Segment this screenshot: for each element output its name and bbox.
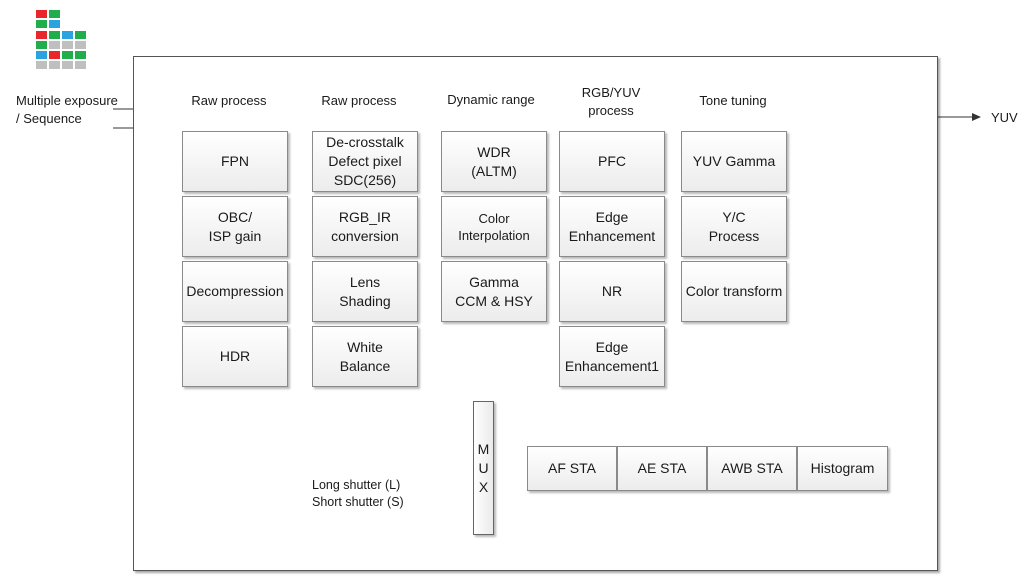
header-tone-tuning: Tone tuning [699, 93, 767, 108]
block-white-balance: White Balance [312, 326, 418, 387]
label-short-shutter: Short shutter (S) [312, 495, 404, 509]
bayer-cell [61, 60, 74, 70]
block-decompression: Decompression [182, 261, 288, 322]
bayer-cell [35, 19, 48, 29]
header-raw-process-2: Raw process [321, 93, 397, 108]
bayer-cell [74, 50, 87, 60]
mux-letter-u: U [478, 459, 489, 476]
bayer-cell [74, 30, 87, 40]
bayer-cell [74, 40, 87, 50]
block-lens-shading: Lens Shading [312, 261, 418, 322]
block-nr: NR [559, 261, 665, 322]
bayer-cell [48, 60, 61, 70]
header-dynamic-range: Dynamic range [447, 92, 535, 107]
bayer-cell [61, 40, 74, 50]
block-edge-enhancement1: Edge Enhancement1 [559, 326, 665, 387]
bayer-cell [74, 60, 87, 70]
mux-letter-x: X [478, 478, 489, 495]
block-obc-isp-gain: OBC/ ISP gain [182, 196, 288, 257]
header-raw-process-1: Raw process [191, 93, 267, 108]
block-color-transform: Color transform [681, 261, 787, 322]
block-y-c-process: Y/C Process [681, 196, 787, 257]
block-gamma-ccm-hsy: Gamma CCM & HSY [441, 261, 547, 322]
bayer-cell [48, 30, 61, 40]
bayer-cell [48, 50, 61, 60]
bayer-cell [35, 30, 48, 40]
bayer-cell [35, 9, 48, 19]
bayer-cell [61, 30, 74, 40]
bayer-cell [48, 40, 61, 50]
block-ae-sta: AE STA [617, 446, 707, 491]
block-yuv-gamma: YUV Gamma [681, 131, 787, 192]
bayer-cell [35, 40, 48, 50]
bayer-cell [48, 9, 61, 19]
header-rgb-yuv-process: RGB/YUV process [581, 85, 641, 118]
mux-letter-m: M [477, 440, 490, 457]
block-rgb-ir-conversion: RGB_IR conversion [312, 196, 418, 257]
bayer-cell [35, 60, 48, 70]
block-edge-enhancement: Edge Enhancement [559, 196, 665, 257]
bayer-cell [48, 19, 61, 29]
block-color-interpolation: Color Interpolation [441, 196, 547, 257]
block-histogram: Histogram [797, 446, 888, 491]
block-fpn: FPN [182, 131, 288, 192]
input-label-sequence: / Sequence [16, 111, 82, 126]
bayer-cell [35, 50, 48, 60]
block-de-crosstalk: De-crosstalk Defect pixel SDC(256) [312, 131, 418, 192]
input-label-multiple-exposure: Multiple exposure [16, 93, 118, 108]
block-wdr-altm: WDR (ALTM) [441, 131, 547, 192]
label-long-shutter: Long shutter (L) [312, 478, 401, 492]
block-pfc: PFC [559, 131, 665, 192]
mux-block: M U X [473, 401, 494, 535]
output-label-yuv: YUV [991, 110, 1018, 125]
bayer-cell [61, 50, 74, 60]
block-awb-sta: AWB STA [707, 446, 797, 491]
bayer-pattern-icon [35, 9, 89, 70]
block-af-sta: AF STA [527, 446, 617, 491]
block-hdr: HDR [182, 326, 288, 387]
